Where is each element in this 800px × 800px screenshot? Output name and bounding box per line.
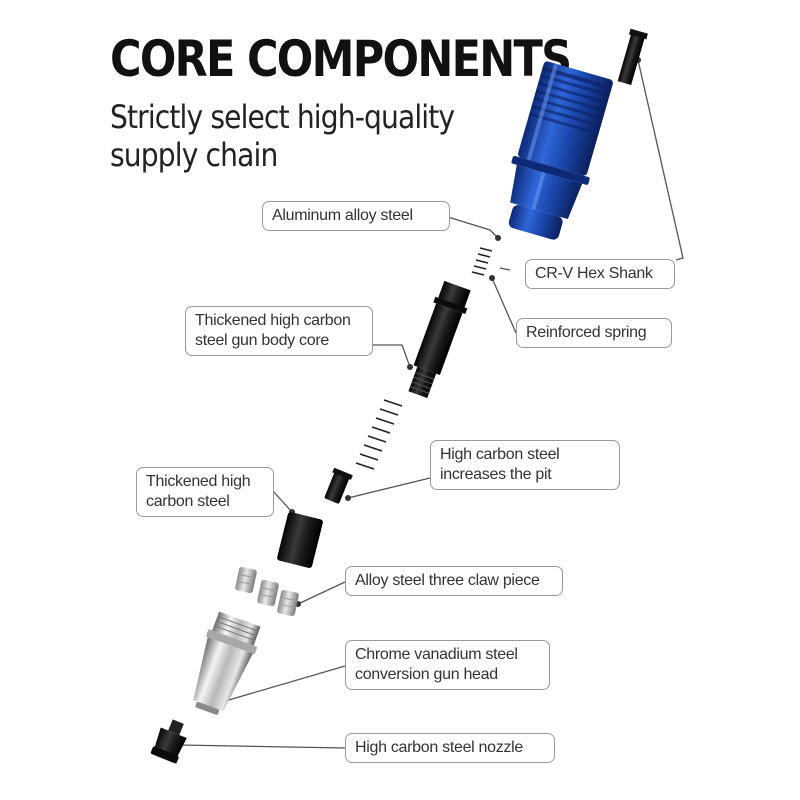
subtitle-line-2: supply chain (110, 136, 278, 174)
three-claw-pieces (235, 566, 299, 617)
leader-spring (491, 277, 517, 334)
chrome-gun-head-part (193, 611, 261, 715)
small-spring-part (471, 247, 493, 276)
callout-thick-line-1: Thickened high (146, 473, 251, 490)
thickened-sleeve-part (277, 512, 323, 568)
page-title: CORE COMPONENTS (110, 30, 572, 88)
callout-gun-body-core-line-2: steel gun body core (195, 332, 329, 349)
leader-thick (271, 489, 293, 513)
callout-head-line-1: Chrome vanadium steel (355, 646, 518, 663)
leader-spring-to-shank (499, 267, 511, 271)
callout-conversion-gun-head: Chrome vanadium steel conversion gun hea… (345, 640, 550, 690)
callout-three-claw-piece: Alloy steel three claw piece (345, 566, 563, 596)
callout-pit-line-1: High carbon steel (440, 446, 560, 463)
callout-crv-hex-shank: CR-V Hex Shank (525, 259, 675, 289)
leader-nozzle (179, 744, 346, 749)
subtitle-line-1: Strictly select high-quality (110, 98, 455, 136)
callout-reinforced-spring: Reinforced spring (516, 318, 672, 348)
callout-aluminum-alloy-steel: Aluminum alloy steel (262, 201, 450, 231)
callout-head-line-2: conversion gun head (355, 666, 498, 683)
callout-gun-body-core: Thickened high carbon steel gun body cor… (185, 306, 373, 356)
leader-head (221, 665, 346, 703)
page-subtitle: Strictly select high-quality supply chai… (110, 98, 455, 174)
leader-claw (297, 581, 346, 605)
callout-thick-line-2: carbon steel (146, 493, 230, 510)
callout-thickened-high-carbon: Thickened high carbon steel (136, 467, 274, 517)
leader-lines (179, 59, 684, 749)
aluminum-housing-part (508, 61, 613, 240)
leader-aluminum (447, 216, 499, 239)
pit-pin-part (324, 467, 353, 504)
long-spring-part (355, 399, 403, 470)
callout-nozzle: High carbon steel nozzle (345, 733, 555, 763)
callout-gun-body-core-line-1: Thickened high carbon (195, 312, 351, 329)
callout-pit-line-2: increases the pit (440, 466, 552, 483)
leader-hex-shank (637, 59, 684, 261)
nozzle-part (150, 719, 187, 764)
callout-high-carbon-pit: High carbon steel increases the pit (430, 440, 620, 490)
leader-pit (347, 477, 431, 499)
leader-body-core (372, 344, 411, 368)
gun-body-core-part (408, 280, 471, 399)
hex-shank-part (617, 28, 648, 85)
